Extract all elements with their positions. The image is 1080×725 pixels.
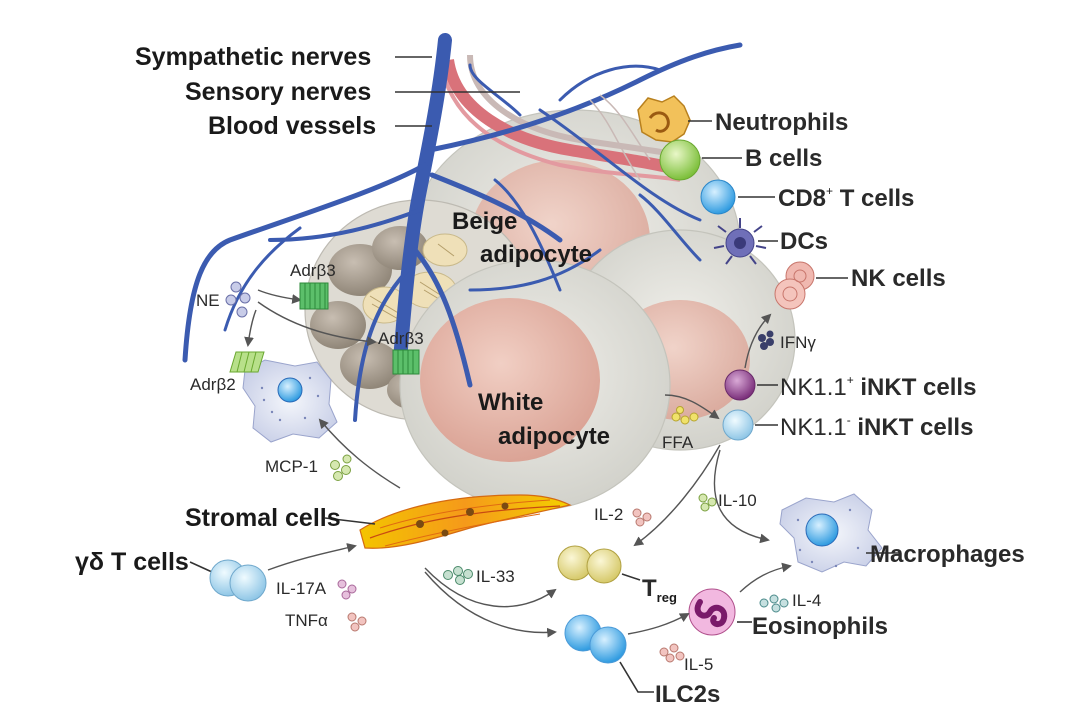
ilc2s-label: ILC2s (655, 681, 720, 708)
white-adipocyte-label-2: adipocyte (498, 423, 610, 450)
il10-dots (698, 493, 717, 512)
adrb3-mid-label: Adrβ3 (378, 329, 424, 348)
eosinophils-label: Eosinophils (752, 613, 888, 640)
sympathetic-nerves-label: Sympathetic nerves (135, 43, 371, 71)
nk11-plus-inkt-label: NK1.1+ iNKT cells (780, 373, 976, 401)
il33-label: IL-33 (476, 567, 515, 586)
nk-cell (774, 261, 815, 310)
macrophage-right (779, 493, 883, 573)
nk11-minus-inkt-cell (722, 409, 754, 441)
il2-label: IL-2 (594, 505, 623, 524)
dcs-label: DCs (780, 228, 828, 255)
ifng-label: IFNγ (780, 333, 816, 352)
il2-dots (632, 508, 652, 527)
adrb3-receptor-top (299, 282, 329, 310)
white-adipocyte-label-1: White (478, 389, 543, 416)
il33-dots (443, 566, 473, 585)
il10-label: IL-10 (718, 491, 757, 510)
ffa-dots (671, 406, 699, 425)
tnfa-dots (347, 612, 367, 632)
il4-label: IL-4 (792, 591, 821, 610)
ifng-dots (758, 330, 774, 350)
adrb3-top-label: Adrβ3 (290, 261, 336, 280)
beige-adipocyte-label-2: adipocyte (480, 241, 592, 268)
il4-dots (759, 594, 789, 613)
macrophages-label: Macrophages (870, 541, 1025, 568)
neutrophils-label: Neutrophils (715, 109, 848, 136)
vessels-and-nerves (182, 33, 743, 422)
treg-label: Treg (642, 575, 677, 605)
nk11-plus-inkt-cell (724, 369, 756, 401)
blood-vessels-label: Blood vessels (208, 112, 376, 140)
il17a-dots (337, 579, 357, 600)
stromal-cells-label: Stromal cells (185, 504, 341, 532)
il5-dots (659, 643, 685, 663)
il5-label: IL-5 (684, 655, 713, 674)
adrb2-receptor (229, 351, 265, 373)
b-cells-label: B cells (745, 145, 822, 172)
nk11-minus-inkt-label: NK1.1- iNKT cells (780, 413, 973, 441)
beige-adipocyte-label-1: Beige (452, 208, 517, 235)
tnfa-label: TNFα (285, 611, 328, 630)
adipocyte-cluster (304, 109, 796, 511)
gd-t-cell (209, 559, 267, 602)
sensory-nerves-label: Sensory nerves (185, 78, 371, 106)
stromal-cells (359, 494, 572, 549)
adrb3-receptor-mid (392, 349, 420, 375)
macrophage-left (242, 359, 338, 443)
ilc2-cell (564, 614, 627, 664)
ffa-label: FFA (662, 433, 694, 452)
mcp1-dots (330, 454, 352, 481)
cd8-t-cell (700, 179, 736, 215)
dendritic-cell (713, 218, 767, 265)
ne-dots (225, 281, 251, 318)
gd-t-cells-label: γδ T cells (75, 548, 189, 576)
adrb2-label: Adrβ2 (190, 375, 236, 394)
b-cell (659, 139, 701, 181)
neutrophil-cell (637, 95, 691, 143)
ne-label: NE (196, 291, 220, 310)
mcp1-label: MCP-1 (265, 457, 318, 476)
il17a-label: IL-17A (276, 579, 327, 598)
eosinophil-cell (688, 588, 736, 636)
vessel-labels: Sympathetic nerves Sensory nerves Blood … (135, 43, 520, 140)
white-adipocyte (399, 259, 671, 511)
treg-cell (557, 545, 622, 584)
nk-cells-label: NK cells (851, 265, 946, 292)
cd8-t-cells-label: CD8+ T cells (778, 184, 914, 212)
